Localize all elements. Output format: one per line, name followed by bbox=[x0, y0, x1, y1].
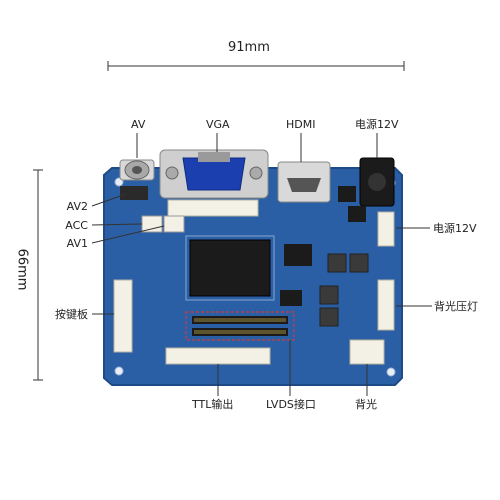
keypad-connector bbox=[113, 279, 133, 353]
vga-connector bbox=[159, 149, 269, 199]
label-power-top: 电源12V bbox=[355, 118, 399, 131]
label-backlight-press: 背光压灯 bbox=[434, 300, 478, 313]
backlight-press-connector bbox=[377, 279, 395, 331]
label-av2: AV2 bbox=[66, 200, 88, 213]
label-acc: ACC bbox=[65, 219, 88, 232]
small-chip-4 bbox=[348, 206, 366, 222]
main-chip bbox=[185, 235, 275, 301]
label-av1: AV1 bbox=[66, 237, 88, 250]
av-jack bbox=[119, 159, 155, 181]
label-backlight: 背光 bbox=[355, 398, 377, 411]
lvds-outline bbox=[185, 311, 295, 341]
vga-header bbox=[167, 199, 259, 217]
label-av: AV bbox=[131, 118, 146, 131]
small-chip-1 bbox=[284, 244, 312, 266]
height-dimension-line bbox=[33, 169, 43, 381]
hdmi-connector bbox=[277, 161, 331, 203]
small-chip-3 bbox=[338, 186, 356, 202]
small-chip-2 bbox=[280, 290, 302, 306]
inductors bbox=[319, 253, 369, 327]
av2-connector bbox=[120, 186, 148, 200]
label-hdmi: HDMI bbox=[286, 118, 316, 131]
width-dimension-label: 91mm bbox=[228, 40, 270, 55]
label-power-right: 电源12V bbox=[433, 222, 477, 235]
av1-connector bbox=[163, 215, 185, 233]
label-keypad: 按键板 bbox=[55, 308, 88, 321]
acc-connector bbox=[141, 215, 163, 233]
label-ttl: TTL输出 bbox=[192, 398, 234, 411]
leader-lines bbox=[91, 133, 432, 396]
ttl-connector bbox=[165, 347, 271, 365]
backlight-connector bbox=[349, 339, 385, 365]
power-12v-connector bbox=[377, 211, 395, 247]
label-vga: VGA bbox=[206, 118, 230, 131]
width-dimension-line bbox=[107, 61, 405, 71]
label-lvds: LVDS接口 bbox=[266, 398, 316, 411]
